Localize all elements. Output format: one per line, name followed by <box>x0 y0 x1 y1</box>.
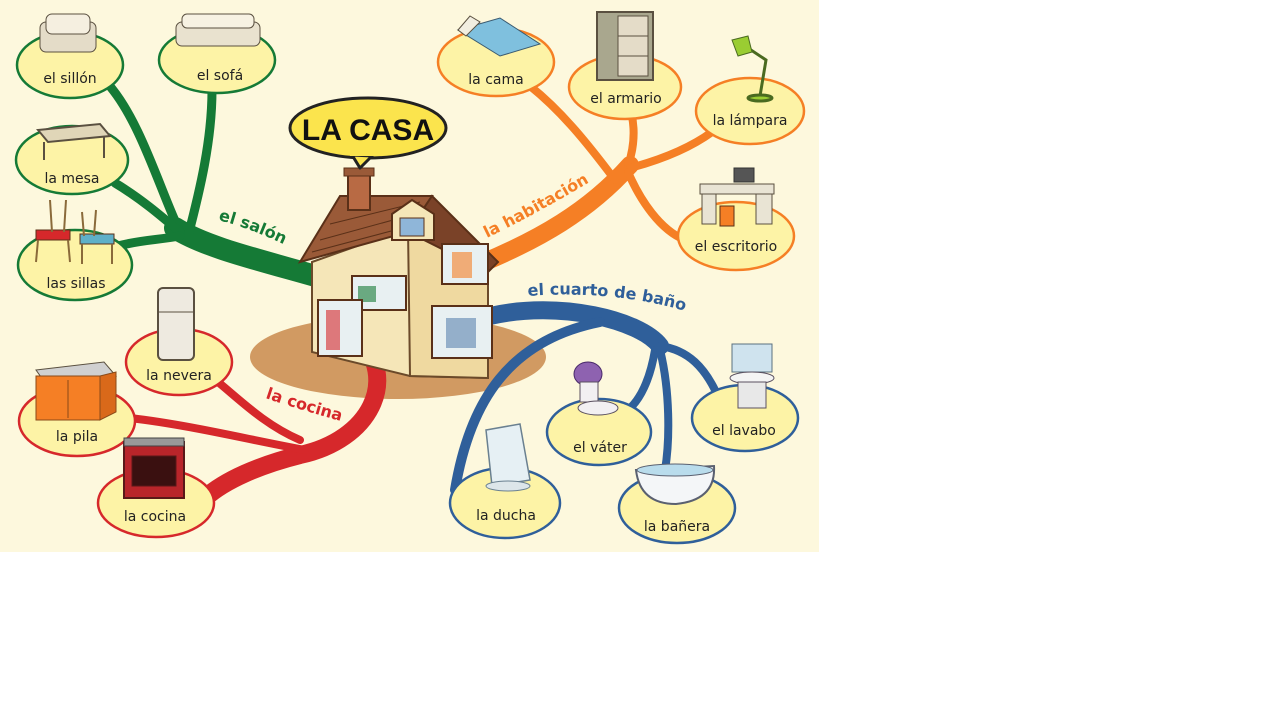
house-icon <box>297 167 500 380</box>
node-cama: la cama <box>436 15 556 98</box>
node-label: la bañera <box>644 519 710 535</box>
node-label: la cocina <box>124 509 186 525</box>
node-cocina: la cocina <box>96 437 216 539</box>
node-lampara: la lámpara <box>694 35 806 146</box>
node-pila: la pila <box>17 361 137 458</box>
node-label: la nevera <box>146 368 212 384</box>
stove-icon <box>123 437 185 499</box>
node-sofa: el sofá <box>157 13 277 95</box>
armchair-icon <box>39 13 97 53</box>
bathtub-icon <box>634 463 716 506</box>
fridge-icon <box>157 287 195 361</box>
node-ducha: la ducha <box>448 423 562 540</box>
node-nevera: la nevera <box>124 287 234 397</box>
node-vater: el váter <box>545 361 653 467</box>
chairs-icon <box>35 199 115 264</box>
node-armario: el armario <box>567 11 683 121</box>
washbasin-icon <box>729 343 775 409</box>
branch-cocina <box>126 327 387 507</box>
node-label: la mesa <box>44 171 99 187</box>
node-label: el escritorio <box>695 239 777 255</box>
node-sillon: el sillón <box>15 13 125 100</box>
node-label: la ducha <box>476 508 536 524</box>
bed-icon <box>456 15 542 57</box>
node-label: el sillón <box>43 71 96 87</box>
node-label: el lavabo <box>712 423 776 439</box>
node-label: el sofá <box>197 68 243 84</box>
node-label: la lámpara <box>713 113 788 129</box>
node-label: el armario <box>590 91 661 107</box>
node-label: el váter <box>573 440 627 456</box>
sink-icon <box>35 361 117 421</box>
node-escritorio: el escritorio <box>676 167 796 272</box>
node-mesa: la mesa <box>14 122 130 196</box>
toilet-icon <box>573 361 619 416</box>
shower-icon <box>485 423 531 492</box>
page-title: LA CASA <box>302 114 434 147</box>
node-banera: la bañera <box>617 463 737 545</box>
table-icon <box>36 122 112 160</box>
node-lavabo: el lavabo <box>690 343 800 453</box>
sofa-icon <box>175 13 261 47</box>
node-label: la cama <box>468 72 523 88</box>
desk-icon <box>699 167 775 227</box>
wardrobe-icon <box>596 11 654 81</box>
node-sillas: las sillas <box>16 199 134 302</box>
node-label: la pila <box>56 429 98 445</box>
mind-map: el salón la habitación la cocina el cuar… <box>0 0 819 552</box>
node-label: las sillas <box>46 276 105 292</box>
title-bubble: LA CASA <box>288 96 448 170</box>
lamp-icon <box>731 35 774 103</box>
